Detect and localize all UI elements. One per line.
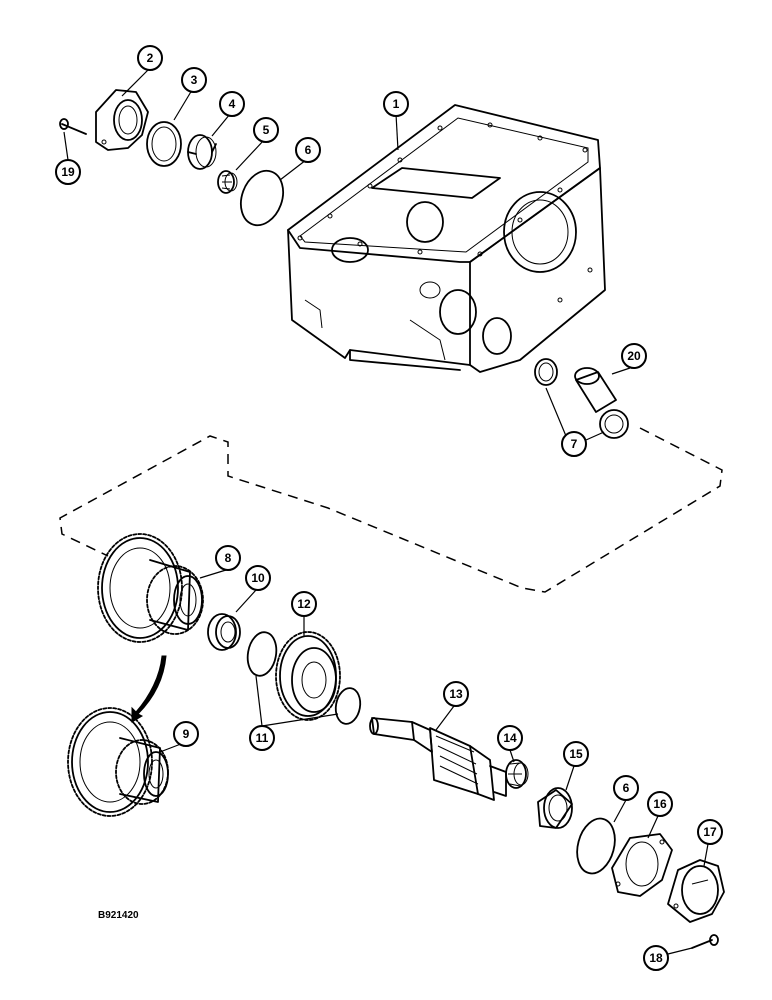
leader-lines (63, 67, 709, 955)
callout-14: 14 (497, 725, 523, 751)
svg-text:19: 19 (61, 165, 75, 179)
callout-4: 4 (219, 91, 245, 117)
figure-id: B921420 (98, 910, 139, 921)
arrow-8-to-9 (131, 655, 167, 723)
svg-text:16: 16 (653, 797, 667, 811)
svg-text:9: 9 (183, 727, 190, 741)
shaft-13 (369, 717, 507, 801)
callout-2: 2 (137, 45, 163, 71)
callout-19: 19 (55, 159, 81, 185)
bearing-cup-15 (537, 787, 573, 829)
svg-text:15: 15 (569, 747, 583, 761)
callout-3: 3 (181, 67, 207, 93)
cluster-gear-8 (97, 533, 204, 643)
callout-7: 7 (561, 431, 587, 457)
bolt-18 (691, 934, 719, 949)
svg-text:2: 2 (147, 51, 154, 65)
bearing-cone-14 (505, 759, 529, 789)
callout-6-bottom: 6 (613, 775, 639, 801)
o-ring-6-top (240, 169, 284, 227)
bolt-19 (59, 118, 87, 135)
callout-20: 20 (621, 343, 647, 369)
bearing-cup-4 (187, 134, 217, 170)
sleeve-20 (574, 367, 617, 413)
bearing-cap-2 (95, 89, 149, 151)
assembly-boundary-dashed (59, 427, 723, 593)
snap-ring-11-a (246, 631, 278, 677)
svg-text:18: 18 (649, 951, 663, 965)
svg-text:14: 14 (503, 731, 517, 745)
callout-15: 15 (563, 741, 589, 767)
svg-text:5: 5 (263, 123, 270, 137)
gear-12 (275, 631, 341, 721)
bearing-cup-7-upper (534, 358, 558, 386)
housing-bolt-holes (297, 122, 593, 303)
callout-6-top: 6 (295, 137, 321, 163)
svg-text:6: 6 (305, 143, 312, 157)
callout-1: 1 (383, 91, 409, 117)
transmission-housing (287, 104, 606, 373)
svg-text:3: 3 (191, 73, 198, 87)
callout-10: 10 (245, 565, 271, 591)
callout-5: 5 (253, 117, 279, 143)
o-ring-6-bottom (576, 817, 616, 875)
shim-3 (146, 121, 182, 167)
callout-8: 8 (215, 545, 241, 571)
bearing-10 (207, 613, 241, 651)
svg-text:17: 17 (703, 825, 717, 839)
bearing-cup-7-lower (599, 409, 629, 439)
callout-11: 11 (249, 725, 275, 751)
svg-text:11: 11 (256, 731, 269, 745)
callout-18: 18 (643, 945, 669, 971)
callout-9: 9 (173, 721, 199, 747)
bearing-cone-5 (217, 170, 238, 194)
callout-16: 16 (647, 791, 673, 817)
svg-text:10: 10 (251, 571, 265, 585)
callout-13: 13 (443, 681, 469, 707)
svg-text:20: 20 (627, 349, 641, 363)
svg-text:8: 8 (225, 551, 232, 565)
svg-text:1: 1 (393, 97, 400, 111)
snap-ring-11-b (334, 687, 362, 725)
svg-text:12: 12 (297, 597, 311, 611)
svg-text:6: 6 (623, 781, 630, 795)
gasket-16 (611, 833, 673, 897)
svg-text:13: 13 (449, 687, 463, 701)
cover-17 (667, 859, 725, 923)
svg-text:4: 4 (229, 97, 236, 111)
cluster-gear-9 (67, 707, 169, 817)
callout-17: 17 (697, 819, 723, 845)
svg-text:7: 7 (571, 437, 578, 451)
callout-12: 12 (291, 591, 317, 617)
